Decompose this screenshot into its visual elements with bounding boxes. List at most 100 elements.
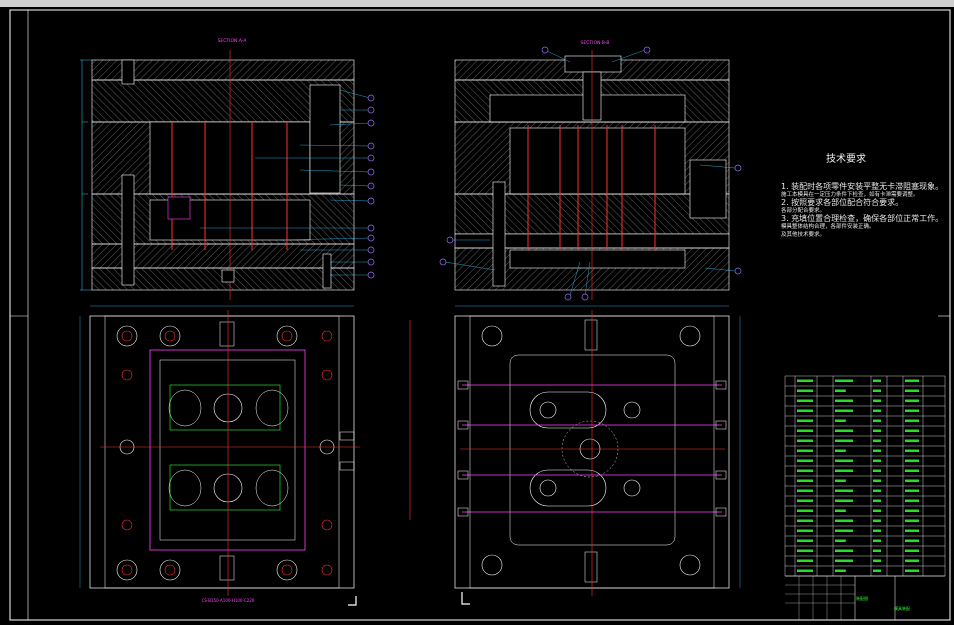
bom-cell-mark (873, 469, 881, 472)
note-line-6: 模具整体结构合理，各部件安装正确。 (781, 224, 875, 230)
bom-cell-mark (873, 429, 881, 432)
bom-cell-mark (835, 519, 853, 522)
bom-cell-mark (797, 499, 813, 502)
bom-cell-mark (797, 449, 813, 452)
bom-cell-mark (797, 479, 813, 482)
note-line-3: 2. 按照要求各部位配合符合要求。 (781, 198, 904, 207)
bom-cell-mark (835, 379, 853, 382)
title-tag-b: 模具装配 (894, 605, 910, 611)
note-line-5: 3. 充填位置合理检查，确保各部位正常工作。 (781, 214, 944, 223)
bom-cell-mark (835, 499, 853, 502)
bom-cell-mark (835, 409, 853, 412)
plan-left-view: CS-B150-A100-H100-C220 (79, 305, 360, 606)
note-line-2: 施工本模具在一定压力条件下检查，如有卡滞需要调整。 (781, 192, 919, 198)
plan-right-view (454, 305, 741, 605)
bom-cell-mark (797, 419, 813, 422)
bom-cell-mark (797, 509, 813, 512)
bom-cell-mark (797, 559, 813, 562)
bom-cell-mark (835, 509, 846, 512)
bom-cell-mark (905, 449, 919, 452)
bom-cell-mark (835, 489, 853, 492)
inner-frame (27, 9, 951, 621)
bom-cell-mark (905, 419, 919, 422)
bom-cell-mark (835, 419, 846, 422)
bom-cell-mark (835, 559, 853, 562)
bom-cell-mark (835, 569, 846, 572)
bom-cell-mark (873, 529, 881, 532)
technical-notes: 技术要求 1. 装配时各项零件安装平整无卡滞阻塞现象。 施工本模具在一定压力条件… (781, 150, 951, 239)
bom-cell-mark (797, 409, 813, 412)
note-line-7: 及其他技术要求。 (781, 232, 826, 238)
section-a-view (80, 50, 375, 300)
bom-cell-mark (835, 469, 853, 472)
bom-cell-mark (797, 399, 813, 402)
bom-cell-mark (797, 549, 813, 552)
section-b-title: SECTION B-B (581, 40, 610, 46)
bom-cell-mark (905, 529, 919, 532)
bom-cell-mark (873, 459, 881, 462)
bom-cell-mark (905, 509, 919, 512)
bom-cell-mark (873, 489, 881, 492)
bom-cell-mark (873, 409, 881, 412)
bom-cell-mark (835, 429, 853, 432)
bom-cell-mark (905, 569, 919, 572)
bom-cell-mark (905, 459, 919, 462)
note-line-1: 1. 装配时各项零件安装平整无卡滞阻塞现象。 (781, 182, 944, 191)
bom-cell-mark (905, 399, 919, 402)
bom-cell-mark (905, 469, 919, 472)
bom-cell-mark (835, 389, 846, 392)
bom-cell-mark (835, 539, 846, 542)
bom-cell-mark (797, 379, 813, 382)
bom-cell-mark (797, 569, 813, 572)
bom-cell-mark (797, 529, 813, 532)
bom-cell-mark (835, 449, 846, 452)
bom-cell-mark (873, 549, 881, 552)
bom-cell-mark (873, 499, 881, 502)
bom-cell-mark (873, 379, 881, 382)
bom-cell-mark (905, 439, 919, 442)
bom-cell-mark (835, 439, 853, 442)
bom-cell-mark (835, 399, 853, 402)
bom-cell-mark (905, 499, 919, 502)
bom-cell-mark (797, 539, 813, 542)
bom-cell-mark (873, 439, 881, 442)
bom-cell-mark (873, 419, 881, 422)
bom-cell-mark (873, 569, 881, 572)
title-tag-a: 装配图 (856, 595, 868, 601)
bom-cell-mark (873, 479, 881, 482)
bom-table (784, 375, 946, 621)
bom-cell-mark (905, 519, 919, 522)
bom-cell-mark (797, 439, 813, 442)
bom-cell-mark (905, 549, 919, 552)
bom-cell-mark (905, 409, 919, 412)
bom-cell-mark (797, 519, 813, 522)
bom-cell-mark (905, 429, 919, 432)
bom-cell-mark (905, 379, 919, 382)
bom-cell-mark (835, 479, 846, 482)
section-b-view (439, 46, 742, 301)
notes-heading: 技术要求 (826, 154, 866, 165)
note-line-4: 各部分配合要求。 (781, 208, 826, 214)
bom-cell-mark (873, 539, 881, 542)
window-top-strip (0, 0, 954, 7)
bom-cell-mark (873, 399, 881, 402)
bom-cell-mark (797, 489, 813, 492)
bom-cell-mark (835, 459, 853, 462)
plan-left-tag: CS-B150-A100-H100-C220 (202, 598, 255, 603)
bom-cell-mark (873, 509, 881, 512)
bom-cell-mark (905, 539, 919, 542)
bom-cell-mark (797, 469, 813, 472)
bom-cell-mark (873, 519, 881, 522)
bom-cell-mark (905, 489, 919, 492)
bom-cell-mark (835, 529, 853, 532)
bom-cell-mark (797, 429, 813, 432)
bom-cell-mark (905, 479, 919, 482)
bom-cell-mark (873, 449, 881, 452)
bom-cell-mark (835, 549, 853, 552)
section-a-title: SECTION A-A (218, 38, 248, 44)
bom-cell-mark (797, 389, 813, 392)
bom-cell-mark (905, 389, 919, 392)
bom-cell-mark (873, 559, 881, 562)
